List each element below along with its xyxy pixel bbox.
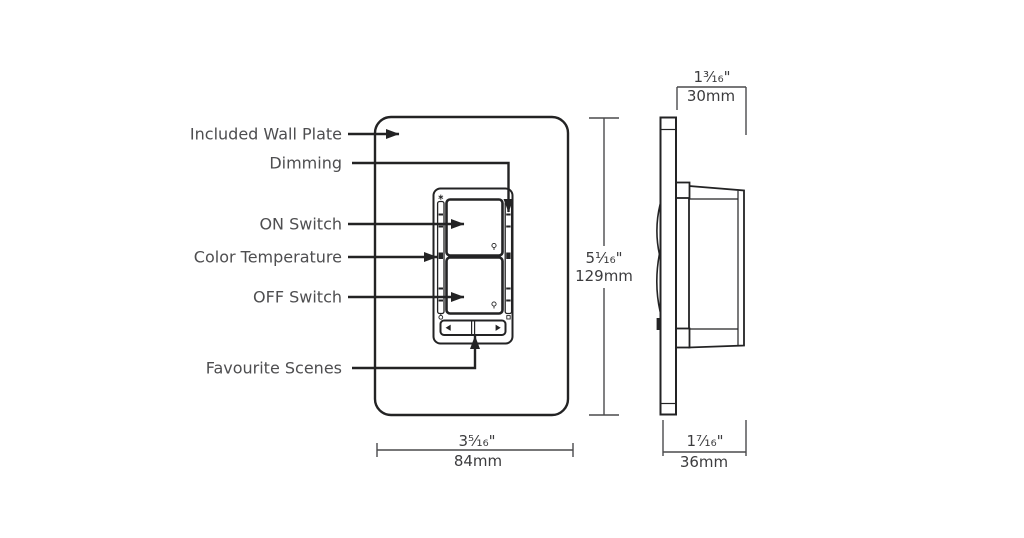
front-width-imperial: 3⁵⁄₁₆" [459,432,496,450]
dimension-front-height: 5¹⁄₁₆" 129mm [575,117,633,416]
dimming-strip [504,200,513,315]
favourite-scenes-bar [439,319,507,336]
mounting-tab-top [675,181,691,199]
label-color-temperature: Color Temperature [194,248,342,267]
side-depth-body-metric: 30mm [687,87,735,105]
dimension-front-width: 3⁵⁄₁₆" 84mm [376,432,574,470]
label-on-switch: ON Switch [259,215,342,234]
callout-labels: Included Wall Plate Dimming ON Switch Co… [190,125,342,378]
side-depth-total-metric: 36mm [680,453,728,471]
off-switch-button [445,256,504,315]
asterisk-icon [438,194,444,200]
front-height-imperial: 5¹⁄₁₆" [586,249,623,267]
dimension-side-depth-total: 1⁷⁄₁₆" 36mm [662,420,747,471]
rocker-profile-top [656,203,661,257]
leader-favourite-scenes [352,335,480,370]
side-depth-total-imperial: 1⁷⁄₁₆" [687,432,724,450]
label-included-wall-plate: Included Wall Plate [190,125,342,144]
lamp-dot-icon [438,313,444,320]
front-view [373,115,570,417]
square-icon [506,315,511,320]
front-width-metric: 84mm [454,452,502,470]
front-height-metric: 129mm [575,267,633,285]
side-view [656,116,745,416]
mounting-tab-bottom [675,327,691,349]
leader-dimming [352,161,514,213]
side-depth-body-imperial: 1³⁄₁₆" [694,68,731,86]
right-arrow-icon [495,324,501,331]
scene-button-profile [656,318,660,330]
wall-plate-side [656,116,677,416]
label-dimming: Dimming [269,154,342,173]
bulb-icon [491,242,497,250]
switch-body-side [675,181,745,349]
color-temperature-strip [436,200,445,315]
on-switch-button [445,198,504,257]
dimension-side-depth-body: 1³⁄₁₆" 30mm [676,68,747,135]
label-off-switch: OFF Switch [253,288,342,307]
callout-leaders [348,129,514,370]
left-arrow-icon [445,324,451,331]
bulb-icon [491,301,497,309]
label-favourite-scenes: Favourite Scenes [206,359,342,378]
wall-plate-front [373,115,570,417]
rocker-profile-bottom [656,251,661,313]
